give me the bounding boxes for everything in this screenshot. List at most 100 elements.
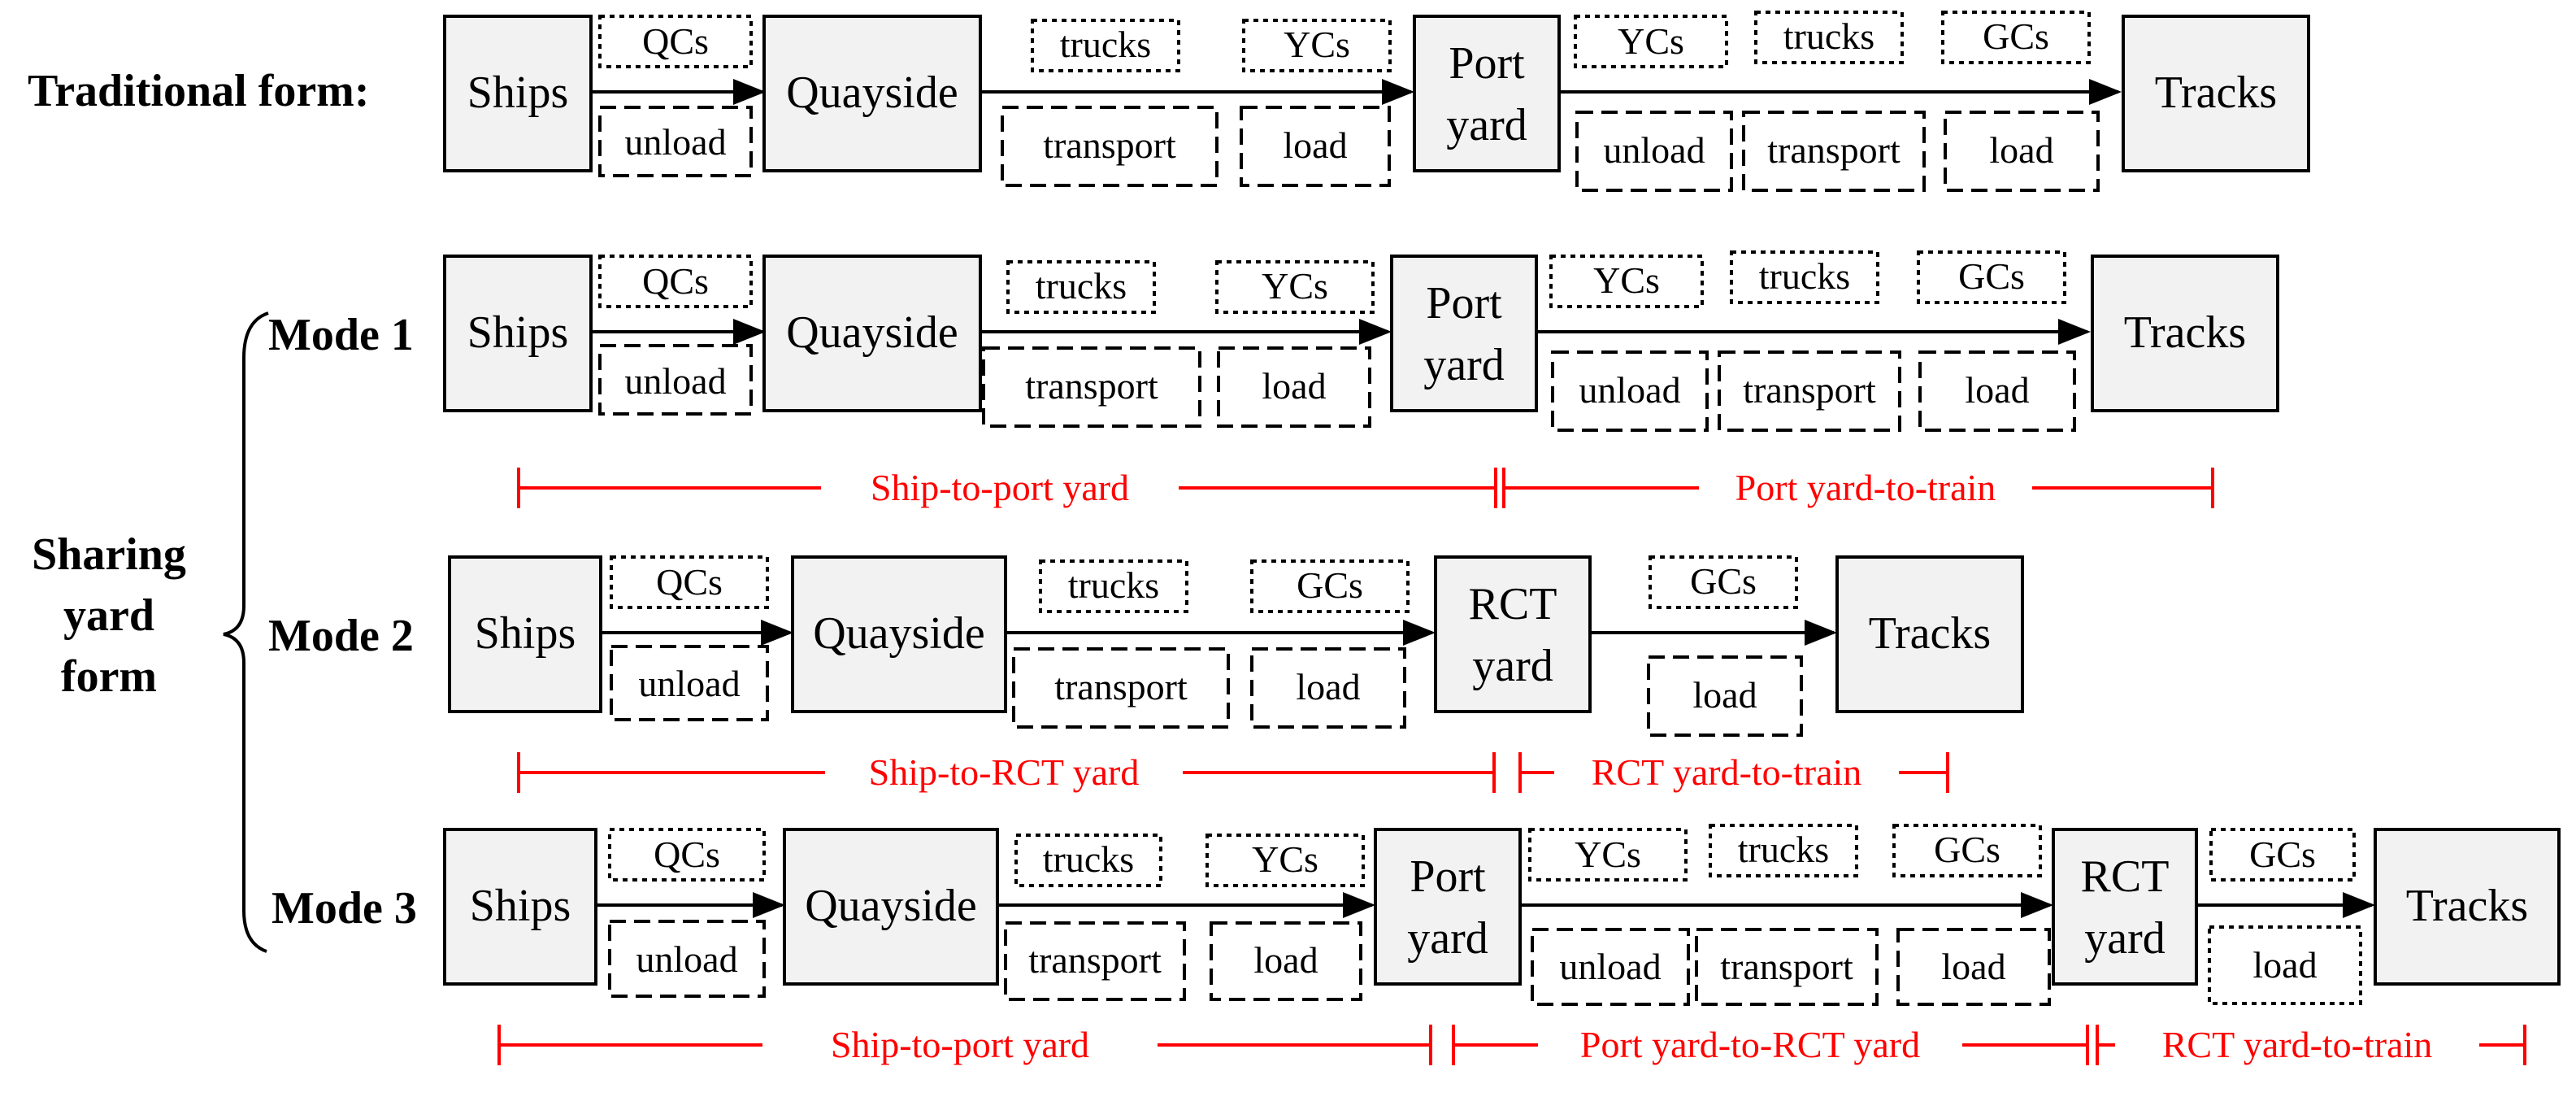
equipment-gcs: GCs	[1934, 829, 2000, 870]
mode-3-label: Mode 3	[272, 883, 417, 934]
ships-label: Ships	[470, 881, 571, 931]
equipment-ycs: YCs	[1575, 834, 1641, 875]
equipment-box	[598, 255, 753, 308]
equipment-box	[1039, 559, 1188, 613]
equipment-box	[608, 828, 766, 882]
operation-unload: unload	[624, 360, 726, 402]
quayside-label: Quayside	[813, 608, 985, 659]
operation-unload: unload	[1579, 369, 1680, 411]
equipment-gcs: GCs	[1690, 560, 1757, 602]
operation-transport: transport	[1043, 124, 1176, 166]
rct-yard-node	[1434, 555, 1592, 713]
rct-yard-label-1: RCT	[2081, 851, 2170, 902]
rct-yard-label-2: yard	[2084, 913, 2165, 964]
equipment-qcs: QCs	[642, 20, 709, 62]
quayside-label: Quayside	[805, 881, 977, 931]
tracks-node	[1835, 555, 2024, 713]
port-yard-label-1: Port	[1426, 278, 1502, 329]
grouping-brace	[223, 311, 269, 953]
quayside-label: Quayside	[786, 307, 958, 358]
operation-box	[1210, 921, 1362, 1001]
equipment-gcs: GCs	[1958, 255, 2025, 297]
equipment-box	[1549, 255, 1704, 308]
operation-box	[610, 645, 769, 721]
port-yard-node	[1374, 828, 1522, 986]
segment-label: RCT yard-to-train	[1592, 751, 1862, 793]
operation-box	[1742, 111, 1926, 192]
quayside-node	[762, 255, 982, 412]
sharing-yard-label-3: form	[61, 651, 157, 702]
equipment-box	[598, 15, 753, 68]
equipment-box	[1014, 834, 1162, 887]
operation-box	[1250, 647, 1406, 729]
operation-transport: transport	[1720, 946, 1853, 987]
operation-load: load	[1965, 369, 2029, 411]
sharing-yard-label-1: Sharing	[32, 529, 186, 580]
sharing-yard-label-2: yard	[63, 590, 154, 641]
rct-yard-label-2: yard	[1472, 641, 1553, 691]
equipment-ycs: YCs	[1252, 838, 1318, 880]
segment-label: Ship-to-port yard	[831, 1024, 1089, 1065]
operation-load: load	[1296, 666, 1360, 707]
equipment-box	[1031, 19, 1180, 72]
equipment-trucks: trucks	[1738, 829, 1829, 870]
equipment-gcs: GCs	[1983, 15, 2049, 57]
operation-box	[1012, 647, 1230, 729]
equipment-box	[610, 555, 769, 609]
operation-unload: unload	[1559, 946, 1661, 987]
operation-transport: transport	[1743, 369, 1876, 411]
mode-1-label: Mode 1	[268, 310, 414, 360]
operation-load: load	[2252, 944, 2317, 986]
ships-node	[443, 255, 593, 412]
operation-transport: transport	[1028, 939, 1162, 981]
traditional-form-label: Traditional form:	[28, 66, 369, 116]
equipment-trucks: trucks	[1068, 564, 1159, 606]
equipment-trucks: trucks	[1759, 255, 1850, 297]
operation-box	[1944, 111, 2100, 192]
operation-box	[1695, 928, 1879, 1006]
equipment-ycs: YCs	[1284, 24, 1350, 65]
operation-load: load	[1941, 946, 2005, 987]
equipment-qcs: QCs	[656, 561, 723, 603]
operation-unload: unload	[636, 938, 737, 980]
equipment-box	[1649, 555, 1798, 609]
port-yard-label-2: yard	[1423, 340, 1505, 390]
port-yard-label-2: yard	[1446, 100, 1527, 150]
operation-unload: unload	[1603, 129, 1705, 171]
equipment-gcs: GCs	[1297, 564, 1363, 606]
equipment-box	[2209, 828, 2356, 882]
ships-node	[443, 828, 597, 986]
equipment-box	[1941, 11, 2091, 64]
equipment-trucks: trucks	[1036, 265, 1127, 307]
equipment-ycs: YCs	[1262, 265, 1328, 307]
segment-label: RCT yard-to-train	[2162, 1024, 2433, 1065]
operation-box	[608, 920, 766, 998]
operation-load: load	[1262, 365, 1326, 407]
equipment-trucks: trucks	[1043, 838, 1134, 880]
traditional-row: Traditional form: Ships QCs unload Quays…	[28, 11, 2310, 192]
segment-label: Ship-to-RCT yard	[869, 751, 1140, 793]
ships-label: Ships	[475, 608, 576, 659]
tracks-label: Tracks	[2155, 67, 2277, 118]
operation-box	[1001, 106, 1218, 187]
ships-node	[443, 15, 593, 172]
equipment-box	[1242, 19, 1392, 72]
mode-2-row: Mode 2 Ships QCs unload Quayside trucks …	[268, 555, 2024, 793]
operation-box	[1531, 928, 1690, 1006]
operation-box	[1004, 921, 1186, 1001]
segment-ship-to-rct-yard: Ship-to-RCT yard	[517, 751, 1496, 793]
operation-load: load	[1692, 674, 1757, 716]
equipment-box	[1754, 11, 1904, 64]
operation-box	[1647, 655, 1803, 737]
operation-box	[1240, 106, 1391, 187]
equipment-box	[1250, 559, 1410, 613]
equipment-box	[1709, 824, 1858, 877]
equipment-gcs: GCs	[2249, 834, 2316, 875]
equipment-box	[1892, 824, 2042, 877]
port-yard-node	[1413, 15, 1561, 172]
segment-ship-to-port-yard: Ship-to-port yard	[517, 467, 1497, 508]
equipment-qcs: QCs	[642, 260, 709, 302]
port-yard-label-1: Port	[1449, 38, 1525, 89]
ships-label: Ships	[467, 67, 569, 118]
operation-unload: unload	[638, 663, 740, 704]
